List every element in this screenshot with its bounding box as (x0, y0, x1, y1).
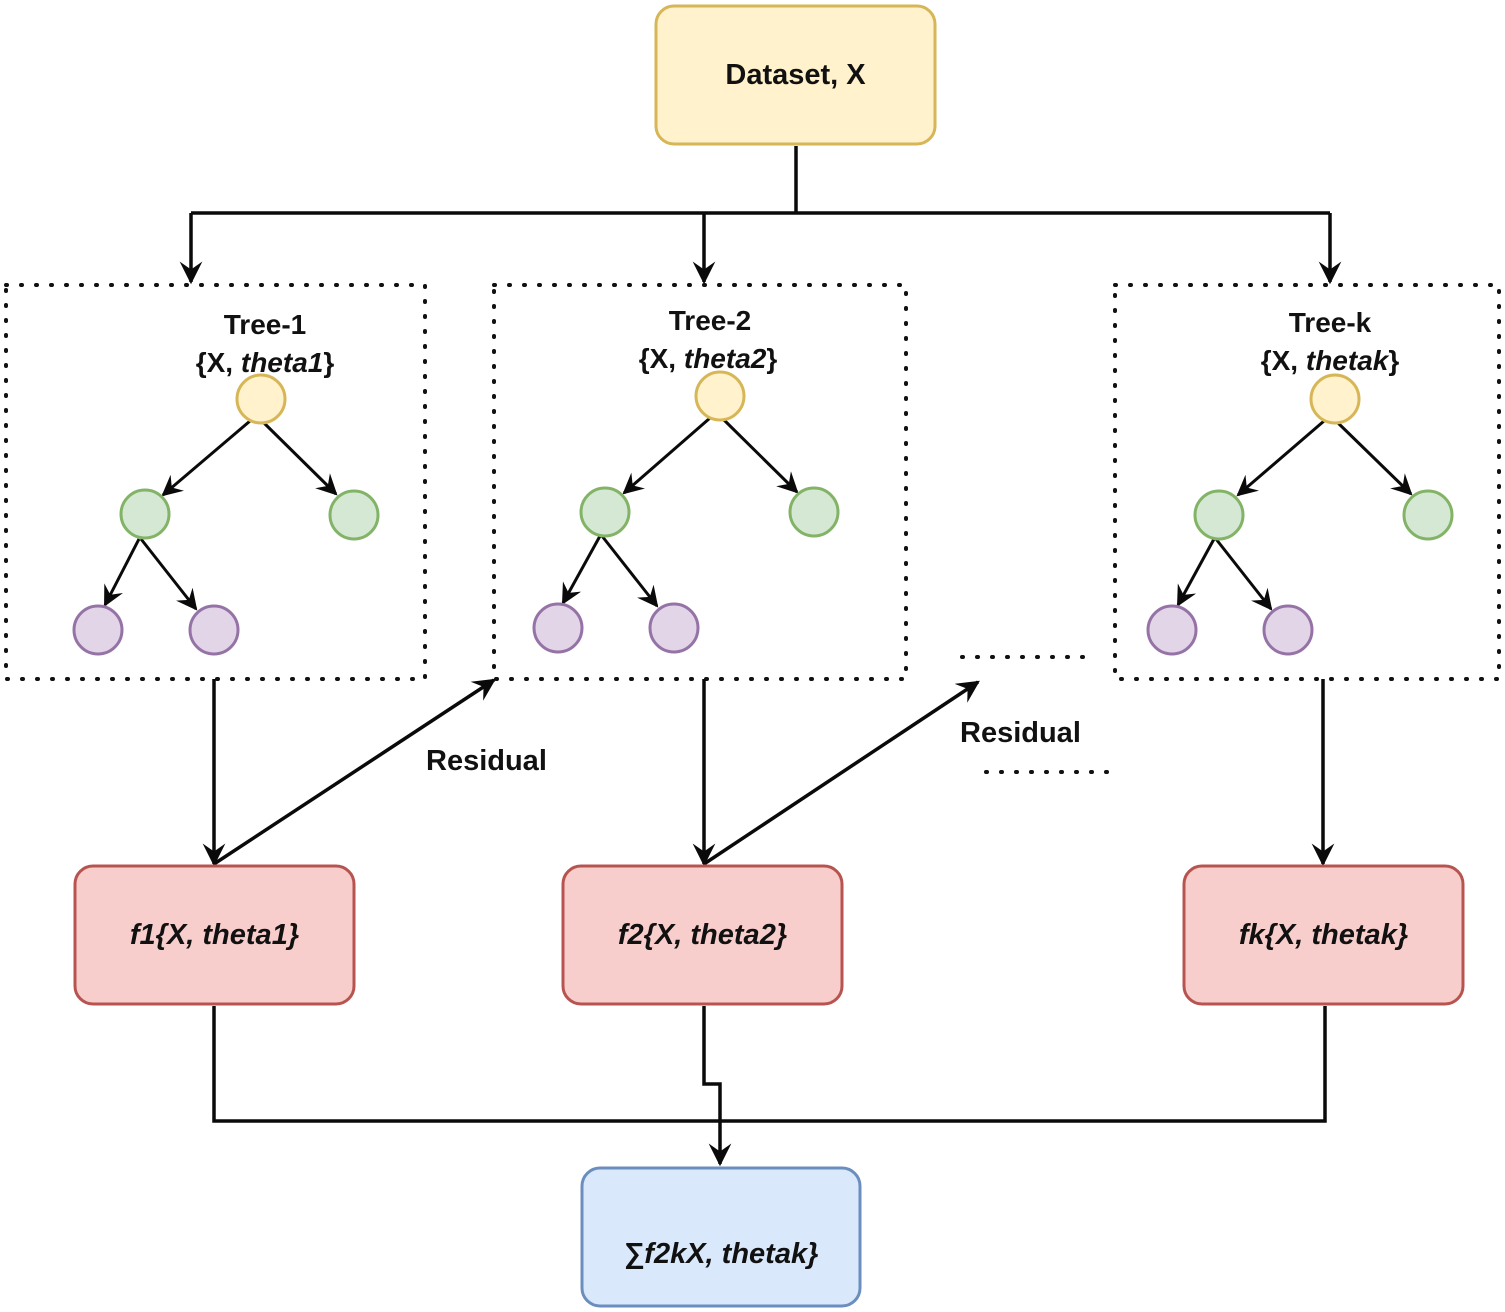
tree-2-root-node (694, 370, 746, 422)
tree-2-container: Tree-2 {X, theta2} (492, 283, 908, 681)
dataset-label: Dataset, X (725, 59, 866, 91)
function-k-label: fk{X, thetak} (1239, 919, 1408, 951)
tree-k-edge-root-left (1236, 419, 1325, 497)
residual-arrow-2 (703, 680, 980, 866)
dataset-to-trees-connectors (179, 146, 1342, 285)
tree-2-title: Tree-2 (669, 305, 752, 336)
function-box-2: f2{X, theta2} (561, 864, 844, 1006)
tree-1-edge-root-right (260, 419, 338, 496)
sum-box-shape (580, 1166, 862, 1308)
tree-k-edge-left-leaf2 (1214, 538, 1273, 611)
tree-k-container: Tree-k {X, thetak} (1113, 283, 1501, 681)
tree-1-leaf-2 (188, 604, 240, 656)
tree-k-leaf-1 (1146, 604, 1198, 656)
sum-box: ∑f2kX, thetak} (580, 1166, 862, 1308)
tree-1-edge-root-left (161, 419, 251, 497)
tree-k-right-node (1402, 489, 1454, 541)
residual-label-2: Residual (960, 717, 1081, 749)
tree-2-edge-left-leaf1 (561, 535, 602, 605)
function-1-label: f1{X, theta1} (130, 919, 299, 951)
function-box-2-shape (561, 864, 844, 1006)
tree-2-leaf-2 (648, 602, 700, 654)
f1-down-line (212, 1006, 720, 1123)
dataset-box-shape (654, 4, 937, 146)
tree-2-right-node (788, 486, 840, 538)
function-box-1-shape (73, 864, 356, 1006)
tree-1-container: Tree-1 {X, theta1} (4, 283, 427, 681)
fk-down-line (720, 1006, 1327, 1123)
tree-2-left-node (579, 486, 631, 538)
tree-1-edge-left-leaf1 (103, 538, 141, 607)
tree-1-right-node (328, 489, 380, 541)
tree-1-root-node (235, 373, 287, 425)
tree-2-edge-root-right (720, 416, 799, 494)
tree-k-edge-left-leaf1 (1176, 538, 1216, 607)
tree-k-left-node (1193, 489, 1245, 541)
tree-k-params: {X, thetak} (1261, 345, 1400, 376)
tree-1-left-node (119, 488, 171, 540)
tree-k-edge-root-right (1334, 419, 1413, 496)
function-box-k-shape (1182, 864, 1465, 1006)
tree-2-edge-left-leaf2 (600, 535, 659, 608)
tree-2-edge-root-left (622, 416, 711, 495)
residual-label-1: Residual (426, 745, 547, 777)
tree-k-title: Tree-k (1289, 307, 1372, 338)
aggregation-connectors (212, 1006, 1327, 1167)
function-box-k: fk{X, thetak} (1182, 864, 1465, 1006)
tree-2-params: {X, theta2} (639, 343, 778, 374)
tree-2-leaf-1 (532, 602, 584, 654)
tree-1-params: {X, theta1} (196, 347, 335, 378)
dataset-box: Dataset, X (654, 4, 937, 146)
f2-to-sum-arrow (702, 1006, 732, 1167)
residual-arrow-1 (213, 678, 496, 866)
tree-1-leaf-1 (72, 604, 124, 656)
tree-1-title: Tree-1 (224, 309, 307, 340)
tree-1-edge-left-leaf2 (139, 538, 198, 611)
tree-k-root-node (1309, 373, 1361, 425)
sum-label: ∑f2kX, thetak} (624, 1238, 819, 1270)
function-box-1: f1{X, theta1} (73, 864, 356, 1006)
function-2-label: f2{X, theta2} (618, 919, 787, 951)
tree-k-leaf-2 (1262, 604, 1314, 656)
